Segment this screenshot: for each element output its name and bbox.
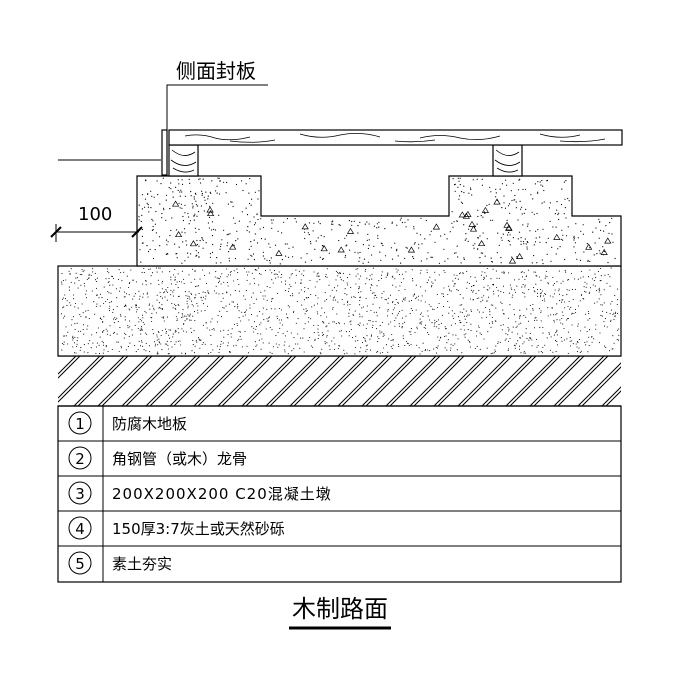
- wood-decking-board: [168, 129, 623, 146]
- legend-text: 角钢管（或木）龙骨: [112, 450, 247, 468]
- legend-text: 150厚3:7灰土或天然砂砾: [112, 520, 285, 538]
- section-drawing: 侧面封板 100: [50, 59, 623, 407]
- legend-number-circle: [68, 551, 92, 575]
- legend-table: 1 防腐木地板 2 角钢管（或木）龙骨 3 200X200X200 C20混凝土…: [57, 405, 622, 583]
- legend-number-circle: [68, 516, 92, 540]
- drawing-title-block: 木制路面: [289, 595, 391, 630]
- legend-number: 2: [75, 450, 85, 468]
- legend-number: 3: [75, 485, 85, 503]
- legend-row: 5 素土夯实: [68, 551, 172, 575]
- legend-number: 4: [75, 520, 85, 538]
- lime-soil-gravel-layer: [57, 265, 622, 357]
- legend-number-circle: [68, 446, 92, 470]
- legend-row: 4 150厚3:7灰土或天然砂砾: [68, 516, 285, 540]
- legend-text: 素土夯实: [112, 555, 172, 573]
- legend-row: 2 角钢管（或木）龙骨: [68, 446, 247, 470]
- concrete-pier: [136, 175, 622, 267]
- joist-right: [492, 144, 523, 177]
- callout-label: 侧面封板: [176, 59, 256, 83]
- side-board-callout: 侧面封板: [58, 59, 268, 161]
- rammed-soil-layer: [58, 355, 621, 407]
- dimension-100: 100: [50, 204, 143, 242]
- legend-text: 200X200X200 C20混凝土墩: [112, 485, 332, 503]
- legend-number: 1: [75, 415, 85, 433]
- dimension-value: 100: [78, 204, 112, 225]
- legend-row: 3 200X200X200 C20混凝土墩: [68, 481, 332, 505]
- side-fascia-board: [161, 129, 168, 176]
- legend-number-circle: [68, 411, 92, 435]
- legend-text: 防腐木地板: [112, 415, 187, 433]
- joist-left: [168, 144, 199, 177]
- legend-row: 1 防腐木地板: [68, 411, 187, 435]
- legend-number: 5: [75, 555, 85, 573]
- drawing-title: 木制路面: [292, 595, 388, 623]
- legend-number-circle: [68, 481, 92, 505]
